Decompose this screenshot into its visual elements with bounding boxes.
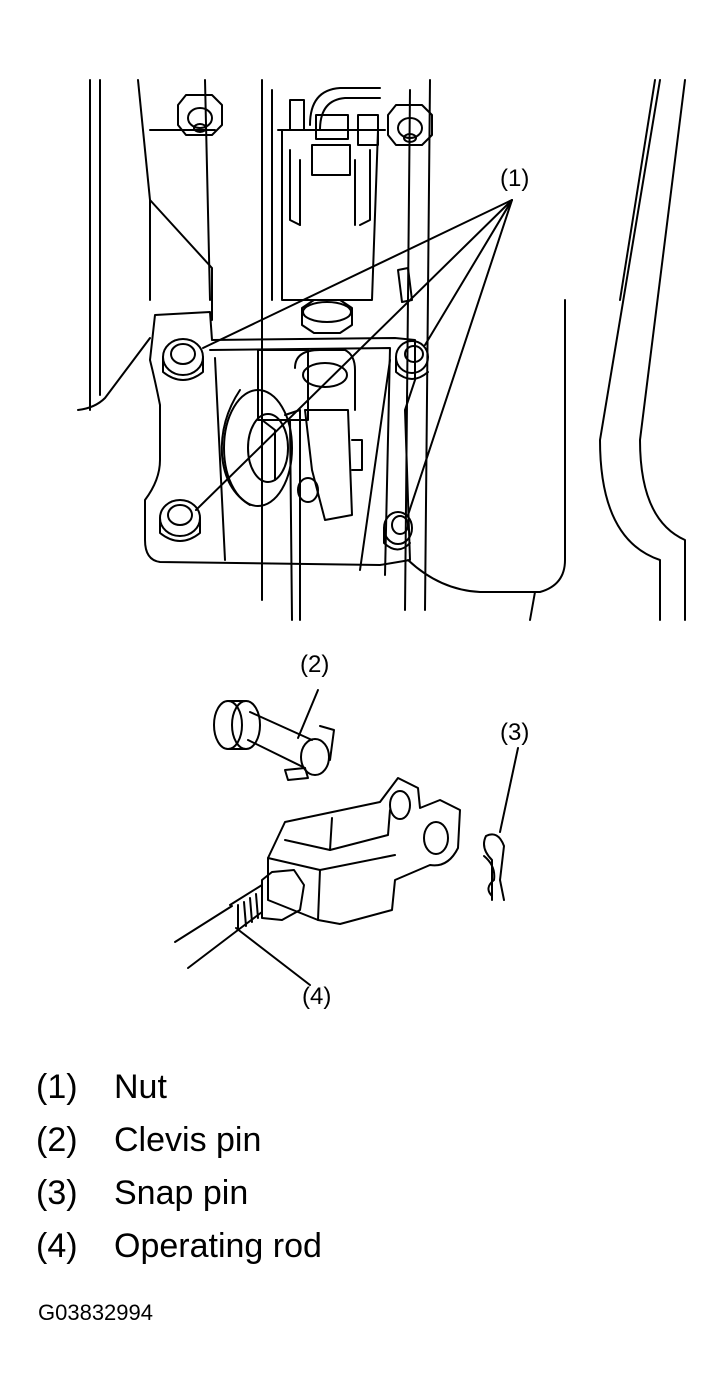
plate-nut-upper-right <box>395 340 429 380</box>
clevis-pin-part <box>213 700 335 781</box>
legend-label: Nut <box>114 1068 167 1106</box>
snap-pin-part <box>483 833 505 901</box>
pedal-arm <box>257 349 363 621</box>
top-left-nut <box>177 94 223 136</box>
legend-number: (3) <box>36 1174 78 1212</box>
legend-number: (4) <box>36 1227 78 1265</box>
plate-nut-lower-left <box>159 499 201 542</box>
callout-3-leader <box>499 747 519 833</box>
top-right-nut <box>387 104 433 146</box>
switch-connector <box>277 87 413 303</box>
legend-item: (2) Clevis pin <box>36 1121 322 1174</box>
legend-label: Snap pin <box>114 1174 249 1212</box>
legend-item: (4) Operating rod <box>36 1227 322 1280</box>
callout-1: (1) <box>500 165 529 192</box>
legend-item: (1) Nut <box>36 1068 322 1121</box>
right-frame <box>599 79 686 621</box>
legend-number: (2) <box>36 1121 78 1159</box>
callout-4: (4) <box>302 983 331 1010</box>
legend-number: (1) <box>36 1068 78 1106</box>
operating-rod-part <box>174 869 305 969</box>
parts-legend: (1) Nut (2) Clevis pin (3) Snap pin (4) … <box>36 1068 322 1280</box>
center-nut <box>301 299 353 334</box>
cylinder-tube <box>407 299 566 621</box>
figure-code: G03832994 <box>38 1300 153 1325</box>
legend-label: Operating rod <box>114 1227 322 1265</box>
upper-assembly-view <box>77 79 686 621</box>
callout-2: (2) <box>300 651 329 678</box>
plate-nut-lower-right <box>383 511 413 551</box>
callout-4-leader <box>235 927 311 986</box>
legend-label: Clevis pin <box>114 1121 262 1159</box>
callout-3: (3) <box>500 719 529 746</box>
callout-2-leader <box>297 689 319 739</box>
plate-nut-upper-left <box>162 338 204 381</box>
legend-item: (3) Snap pin <box>36 1174 322 1227</box>
assembly-drawing: (1) (2) (3) (4) <box>77 79 686 1010</box>
callout-1-leaders <box>195 199 513 516</box>
clevis-yoke <box>267 777 461 925</box>
